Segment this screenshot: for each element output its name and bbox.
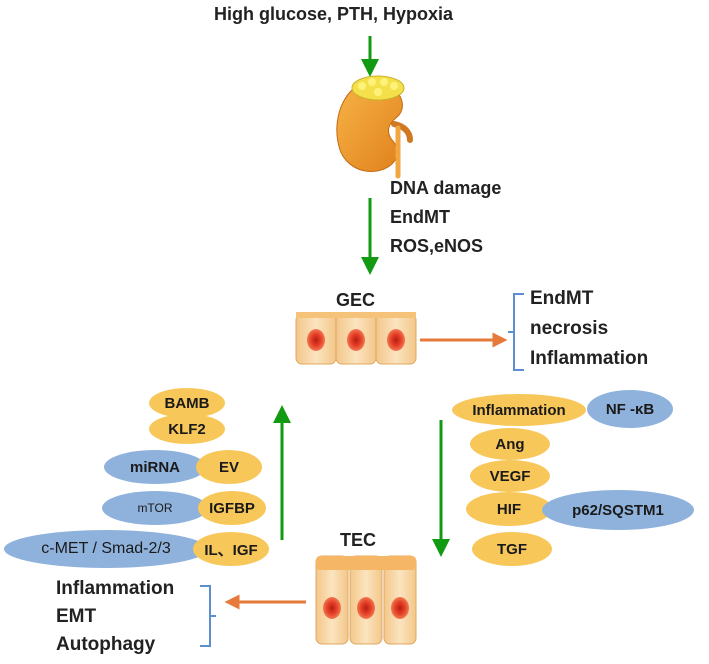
gec-outcome-endmt: EndMT bbox=[530, 288, 594, 309]
kidney-effect-ros-enos: ROS,eNOS bbox=[390, 236, 484, 256]
gec-outcomes-bracket bbox=[508, 293, 524, 371]
factor-vegf: VEGF bbox=[470, 460, 550, 492]
factor-il-igf: IL、IGF bbox=[193, 532, 269, 566]
factor-nf-kb: NF -κB bbox=[587, 390, 673, 428]
gec-cells bbox=[295, 312, 417, 365]
gec-outcome-inflammation: Inflammation bbox=[530, 348, 649, 369]
kidney-effect-endmt: EndMT bbox=[390, 207, 450, 227]
gec-outcome-necrosis: necrosis bbox=[530, 318, 609, 339]
factor-ev: EV bbox=[196, 450, 262, 484]
tec-outcome-inflammation: Inflammation bbox=[56, 578, 175, 599]
tec-cells bbox=[315, 555, 417, 645]
kidney-icon bbox=[336, 75, 413, 179]
kidney-effect-dna-damage: DNA damage bbox=[390, 178, 502, 198]
factor-cmet-smad: c-MET / Smad-2/3 bbox=[4, 530, 208, 568]
factor-bamb: BAMB bbox=[149, 388, 225, 418]
factor-mirna: miRNA bbox=[104, 450, 206, 484]
factor-p62-sqstm1: p62/SQSTM1 bbox=[542, 490, 694, 530]
tec-outcome-autophagy: Autophagy bbox=[56, 634, 156, 655]
factor-tgf: TGF bbox=[472, 532, 552, 566]
tec-outcomes-bracket bbox=[200, 585, 216, 647]
factor-hif: HIF bbox=[466, 492, 552, 526]
factor-ang: Ang bbox=[470, 428, 550, 460]
tec-outcome-emt: EMT bbox=[56, 606, 97, 627]
gec-label: GEC bbox=[336, 290, 376, 310]
factor-mtor: mTOR bbox=[102, 491, 208, 525]
factor-klf2: KLF2 bbox=[149, 414, 225, 444]
tec-label: TEC bbox=[340, 530, 376, 550]
factor-igfbp: IGFBP bbox=[198, 491, 266, 525]
factor-inflammation: Inflammation bbox=[452, 394, 586, 426]
stimuli-label: High glucose, PTH, Hypoxia bbox=[214, 4, 454, 24]
